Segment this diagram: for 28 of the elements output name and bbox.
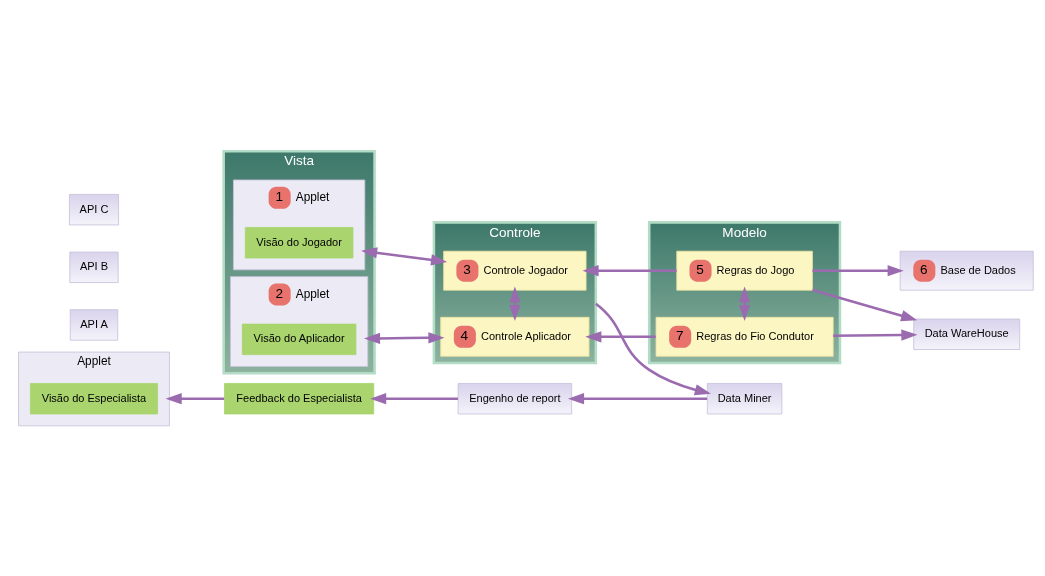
node-box: API A [69,308,119,341]
arrow [567,392,708,404]
arrow [812,288,918,321]
arrow [165,392,225,404]
arrow [361,246,448,265]
arrow [738,285,751,321]
node-box: API B [69,251,119,283]
node-box: Visão do Aplicador [241,323,357,355]
node-box: 3 Controle Jogador [443,250,587,291]
node-box: Data WareHouse [913,318,1021,350]
node-box: Feedback do Especialista [224,382,375,414]
arrow [363,331,445,344]
node-box: 7 Regras do Fio Condutor [655,316,834,357]
node-box: 5 Regras do Jogo [676,250,813,291]
node-box: Visão do Especialista [30,382,158,414]
arrow [595,302,711,395]
arrow [833,328,918,341]
node-box: Visão do Jogador [244,226,354,258]
arrow [812,264,904,276]
node-box: Data Miner [706,382,783,414]
arrow [585,330,656,342]
arrow [582,264,677,276]
arrow [370,392,458,404]
node-box: Engenho de report [457,382,573,414]
node-box: 6 Base de Dados [899,250,1034,291]
node-box: 4 Controle Aplicador [440,316,590,357]
node-box: API C [68,193,119,225]
arrow [509,285,521,321]
